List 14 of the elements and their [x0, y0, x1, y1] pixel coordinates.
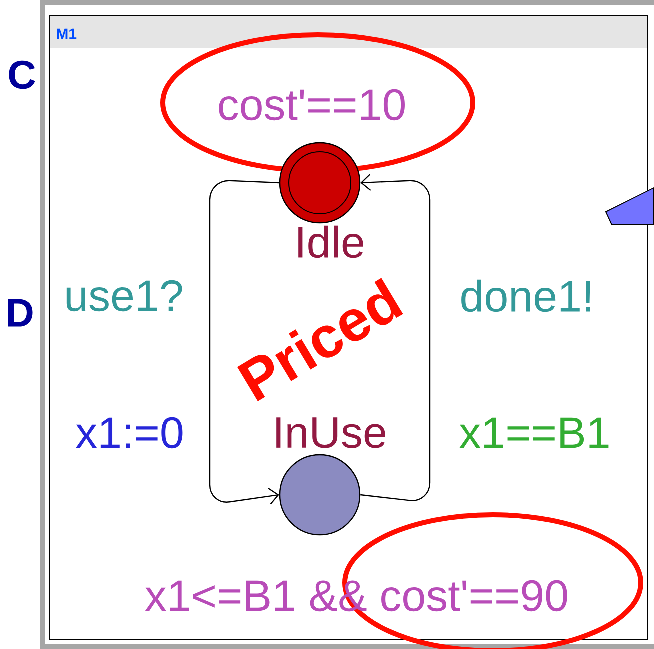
side-letter: D: [8, 299, 33, 327]
location-name: InUse: [276, 418, 386, 448]
cost-rate-label: cost'==10: [219, 89, 405, 121]
location-name: Idle: [298, 226, 364, 258]
transition-arrow: [360, 174, 431, 502]
sync-label: use1?: [66, 280, 182, 312]
location-circle: [279, 142, 361, 224]
window-title: M1: [57, 28, 77, 40]
transition-arrow: [209, 180, 280, 505]
location-circle: [279, 454, 361, 536]
sync-label: done1!: [462, 280, 590, 312]
side-letter: C: [9, 60, 36, 90]
guard-label: x1==B1: [460, 418, 609, 448]
update-label: x1:=0: [76, 417, 183, 449]
